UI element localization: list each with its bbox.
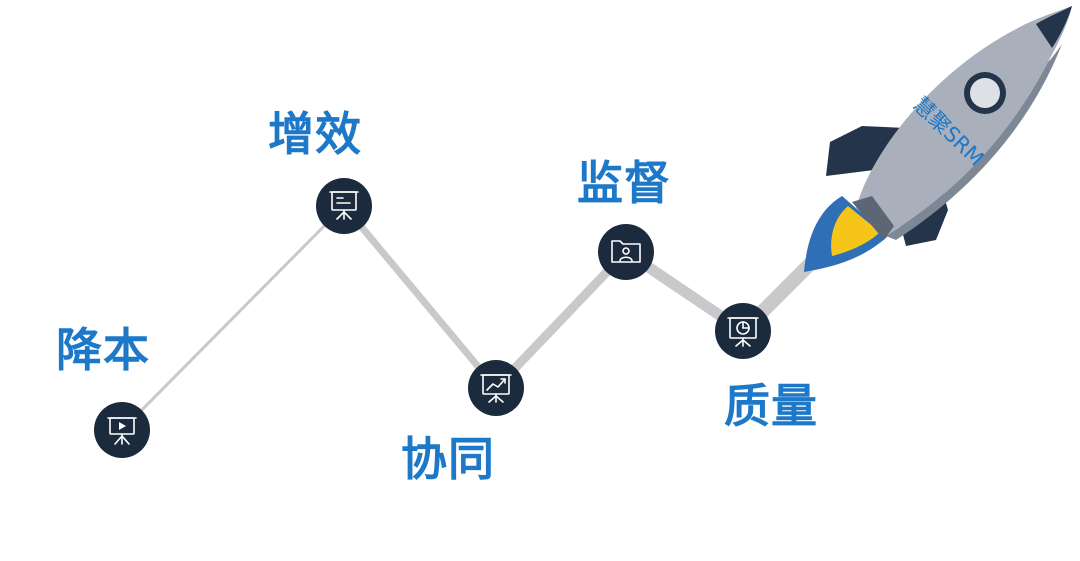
node-jiandu: [598, 224, 654, 280]
folder-user-icon: [611, 240, 641, 263]
connector-1: [120, 204, 346, 432]
node-jiangben: [94, 402, 150, 458]
connector-3: [491, 247, 631, 393]
presentation-play-icon: [107, 417, 137, 445]
stage-label-jiandu: 监督: [577, 156, 671, 210]
node-zhiliang: [715, 303, 771, 359]
growth-chart-icon: [480, 374, 512, 403]
connector-2: [340, 202, 500, 392]
node-zengxiao: [316, 178, 372, 234]
stage-label-zengxiao: 增效: [268, 107, 362, 161]
stage-label-jiangben: 降本: [56, 323, 150, 377]
stage-label-xietong: 协同: [401, 432, 495, 486]
node-xietong: [468, 360, 524, 416]
presentation-board-icon: [329, 191, 359, 220]
flame-icon: [804, 196, 888, 272]
stage-label-zhiliang: 质量: [724, 379, 818, 433]
pie-chart-board-icon: [727, 317, 759, 347]
